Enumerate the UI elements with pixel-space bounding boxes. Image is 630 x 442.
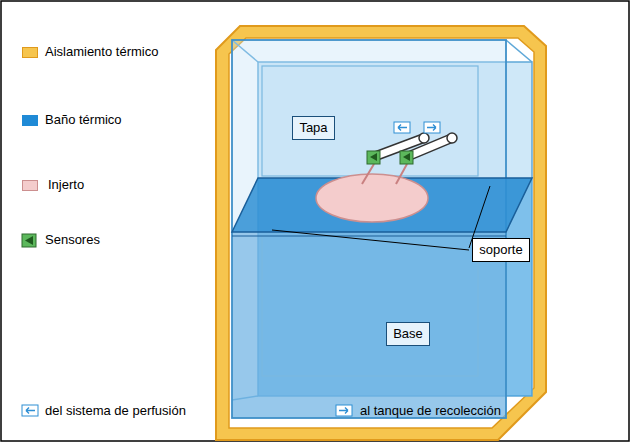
legend-text: Injerto: [48, 177, 84, 193]
legend-text: del sistema de perfusión: [45, 403, 186, 419]
legend-swatch: [22, 47, 38, 58]
label-text: Base: [393, 326, 423, 342]
legend-text: Aislamiento térmico: [45, 44, 158, 60]
label-text: soporte: [479, 242, 522, 258]
support-label: soporte: [472, 238, 530, 262]
lid-label: Tapa: [292, 116, 335, 140]
legend-text: al tanque de recolección: [360, 403, 501, 419]
legend-swatch: [22, 180, 38, 191]
label-text: Tapa: [299, 120, 327, 136]
legend-text: Baño térmico: [45, 112, 122, 128]
legend-text: Sensores: [45, 232, 100, 248]
legend-swatch: [22, 115, 38, 126]
base-label: Base: [386, 322, 430, 346]
